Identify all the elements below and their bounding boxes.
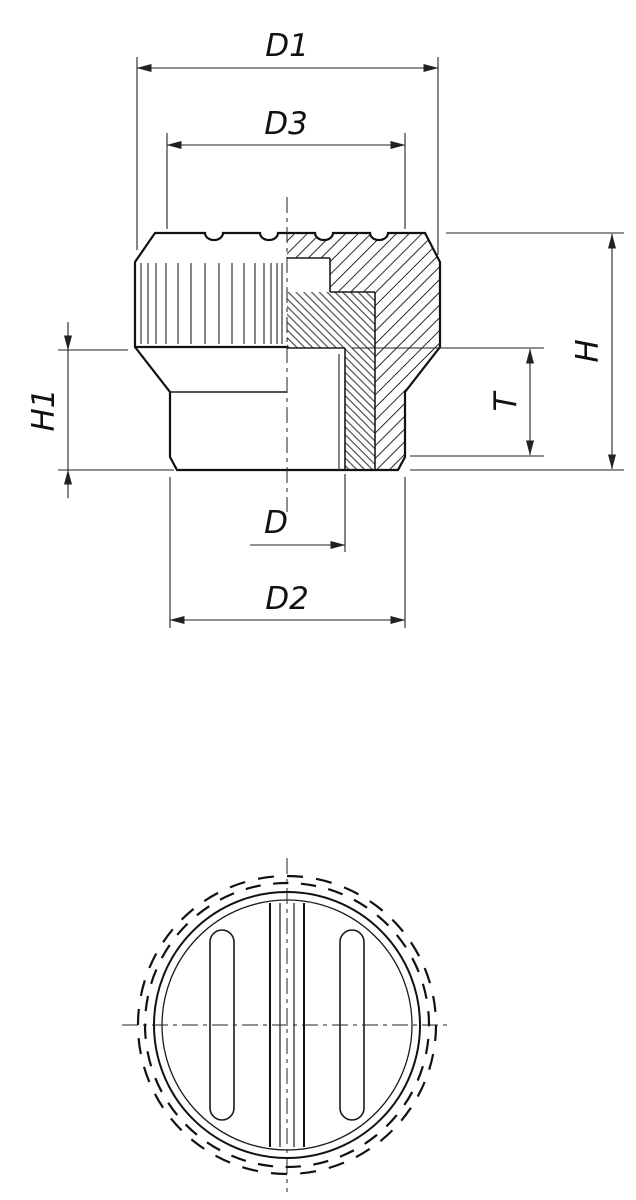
dimension-label-h1: H1 xyxy=(26,388,62,431)
dimension-label-d: D xyxy=(264,505,288,541)
hatch-bushing-region xyxy=(287,292,375,470)
dimension-d: D xyxy=(250,474,346,552)
top-view xyxy=(122,858,452,1192)
dimension-h: H xyxy=(410,232,624,471)
dimension-label-h: H xyxy=(570,339,606,362)
dimension-t: T xyxy=(352,347,544,457)
top-scalloped-edge xyxy=(153,231,427,242)
dimension-label-d1: D1 xyxy=(265,28,309,64)
internal-structure xyxy=(287,257,376,470)
dimension-d3: D3 xyxy=(166,106,406,229)
dimension-label-d2: D2 xyxy=(265,581,309,617)
dimension-d2: D2 xyxy=(169,477,406,628)
dimension-label-t: T xyxy=(488,390,524,411)
dimension-label-d3: D3 xyxy=(264,106,308,142)
grip-slots xyxy=(209,929,365,1121)
grip-slot-right xyxy=(339,929,365,1121)
knurl-lines xyxy=(140,263,283,344)
dimension-h1: H1 xyxy=(26,322,174,498)
section-view: D1 D3 H T H1 xyxy=(26,28,624,628)
dimension-d1: D1 xyxy=(136,28,439,255)
hatch-body-region xyxy=(287,233,440,470)
grip-slot-left xyxy=(209,929,235,1121)
